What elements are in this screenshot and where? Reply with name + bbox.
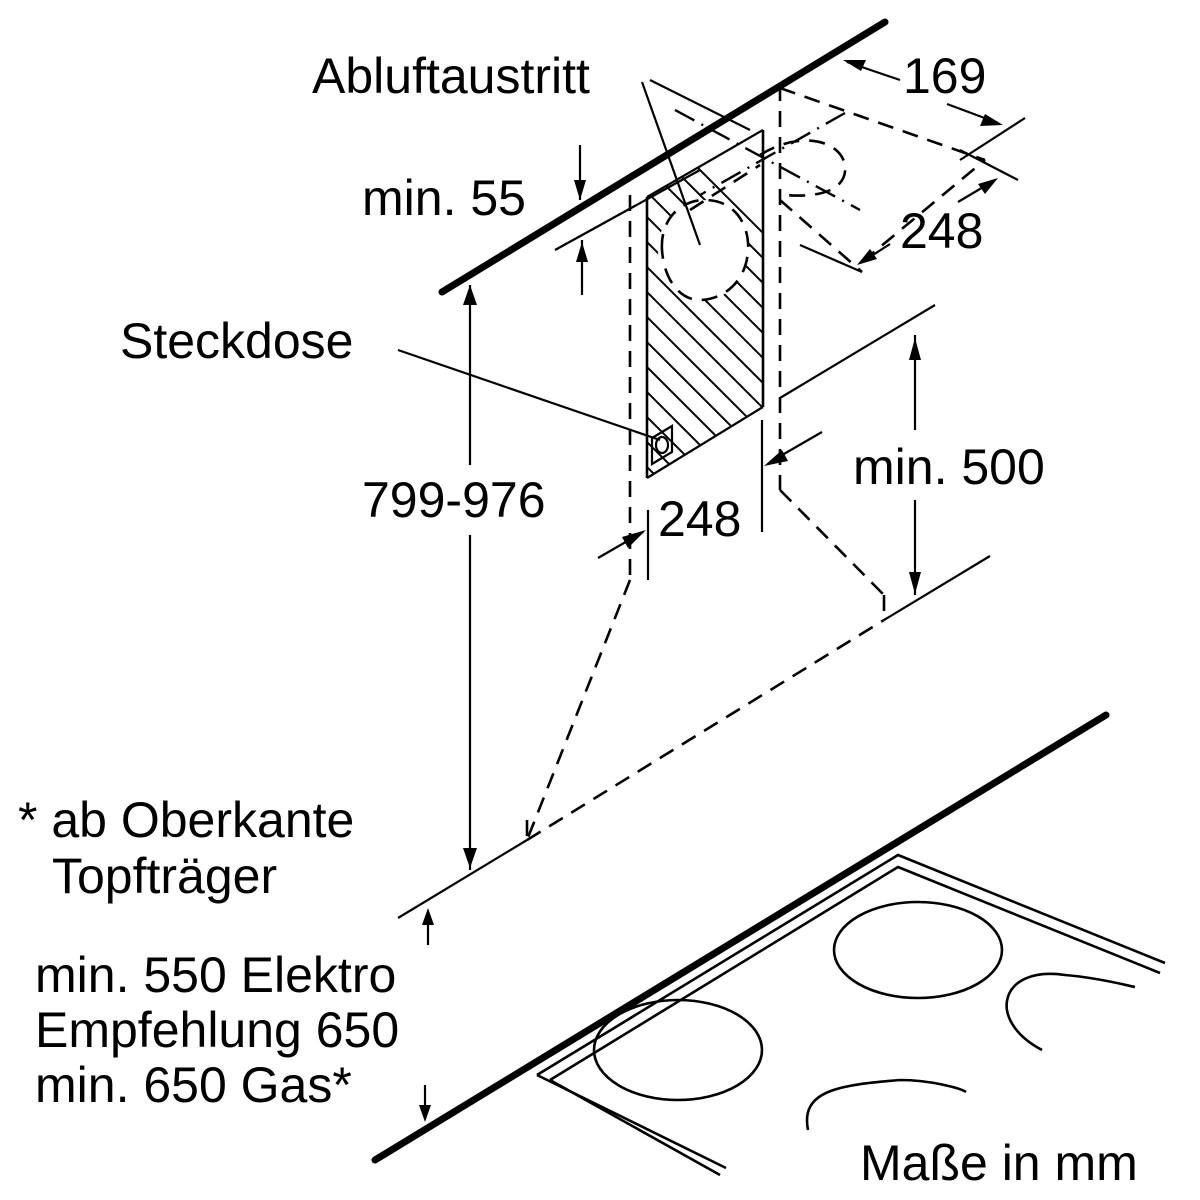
label-min-55: min. 55 bbox=[362, 170, 526, 226]
hood-dash-right bbox=[779, 489, 885, 596]
ceiling-duct bbox=[674, 86, 986, 273]
label-dim-248-front: 248 bbox=[658, 491, 741, 547]
label-footnote-line2: Topfträger bbox=[52, 848, 277, 904]
label-exhaust-outlet: Abluftaustritt bbox=[312, 48, 590, 104]
label-socket: Steckdose bbox=[120, 313, 353, 369]
exhaust-opening bbox=[658, 200, 748, 300]
socket-leader bbox=[397, 348, 661, 442]
hood-dash-front bbox=[526, 618, 885, 842]
cooktop bbox=[536, 853, 1166, 1177]
burner-front-right bbox=[805, 1078, 967, 1131]
ceiling-line bbox=[438, 18, 889, 296]
burner-back-left bbox=[832, 900, 1004, 1000]
worktop-line bbox=[371, 711, 1110, 1164]
label-height-range: 799-976 bbox=[362, 472, 546, 528]
hob-reference-line bbox=[397, 839, 528, 919]
label-clearance-line1: min. 550 Elektro bbox=[35, 947, 396, 1003]
label-clearance-line3: min. 650 Gas* bbox=[35, 1057, 352, 1113]
label-dim-169: 169 bbox=[903, 48, 986, 104]
burner-front-left bbox=[592, 998, 764, 1102]
socket-icon bbox=[650, 424, 674, 466]
exhaust-leader-2 bbox=[649, 79, 751, 131]
burner-back-right bbox=[1005, 972, 1136, 1052]
label-dim-248-top: 248 bbox=[900, 203, 983, 259]
label-footnote-line1: * ab Oberkante bbox=[18, 792, 354, 848]
label-clearance-line2: Empfehlung 650 bbox=[35, 1002, 399, 1058]
exhaust-leader-1 bbox=[640, 81, 702, 246]
label-units-note: Maße in mm bbox=[860, 1135, 1138, 1191]
hood-dash-left bbox=[525, 579, 632, 841]
label-min-500: min. 500 bbox=[853, 439, 1045, 495]
